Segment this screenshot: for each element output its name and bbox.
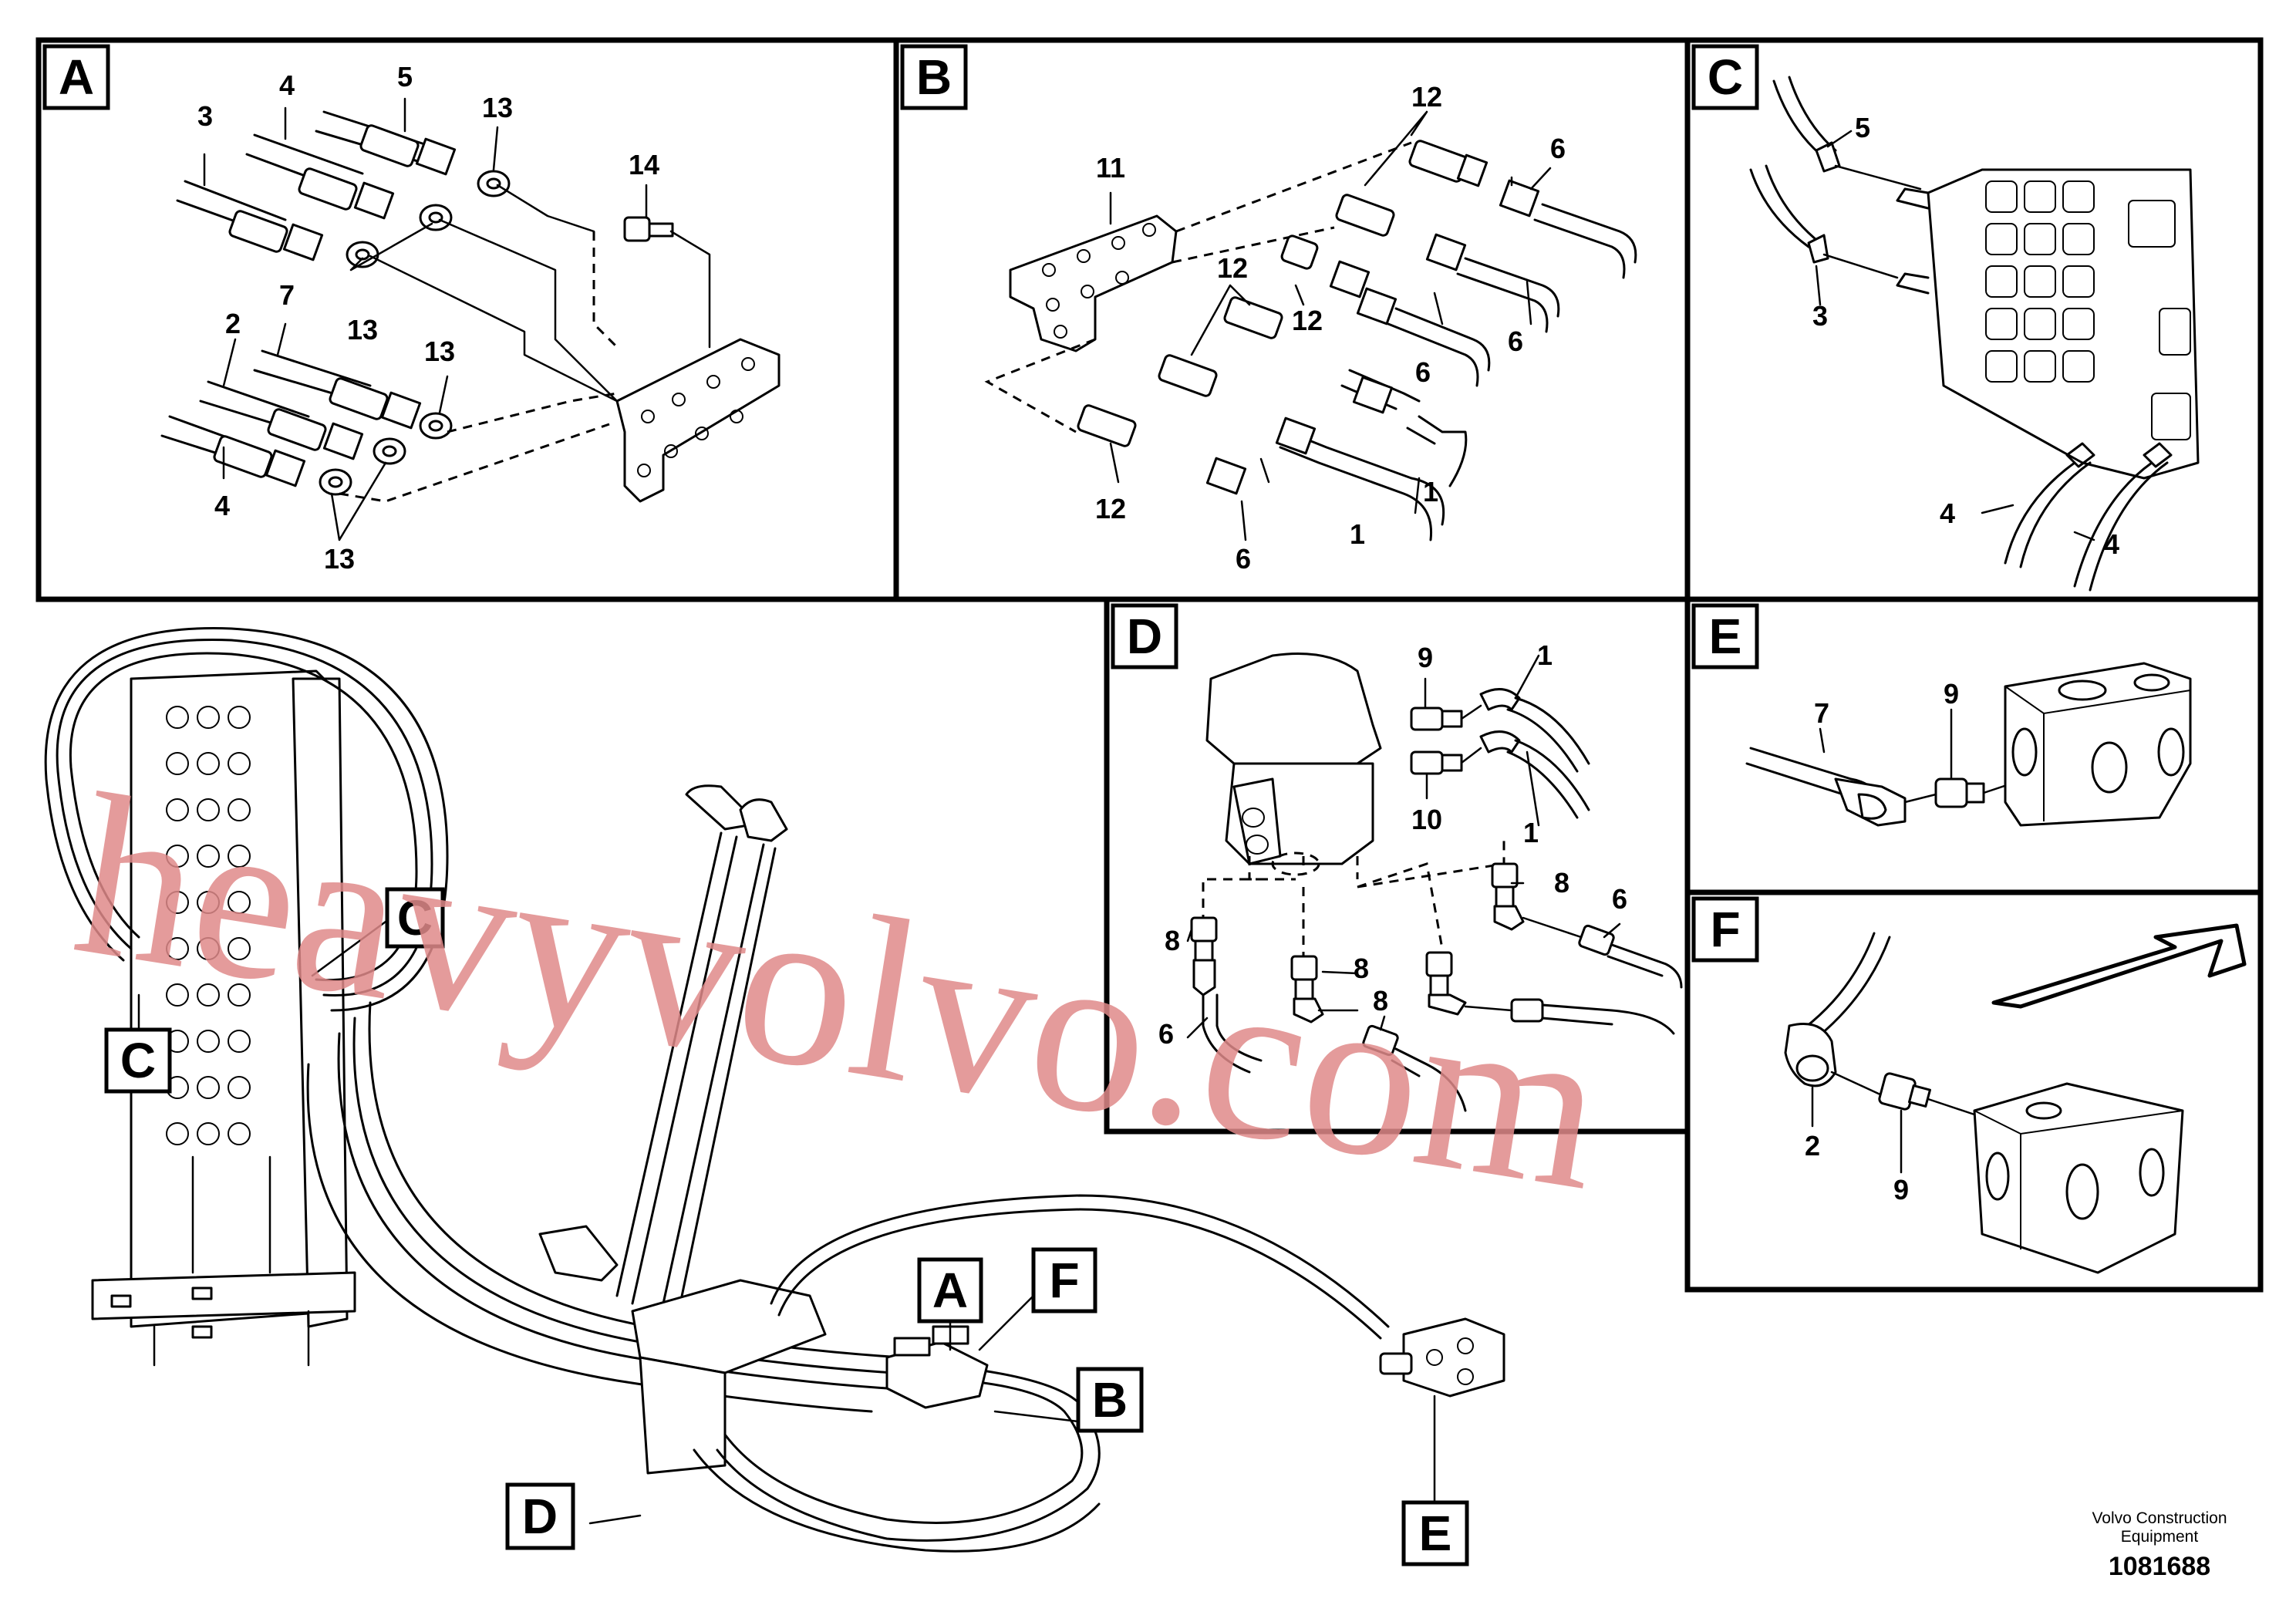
panel-b-label-6-a: 6 — [1508, 325, 1523, 357]
panel-b-label-11: 11 — [1096, 152, 1125, 184]
panel-b-label-12-top: 12 — [1411, 81, 1442, 113]
panel-a-label-13-right: 13 — [424, 336, 455, 367]
panel-c-label-5: 5 — [1855, 112, 1870, 143]
panel-f-letter-box: F — [1691, 896, 1759, 963]
panel-c-label-3: 3 — [1812, 300, 1828, 332]
panel-a-drawing: 3 4 5 13 14 13 7 2 13 4 13 — [160, 61, 781, 575]
panel-d-letter: D — [1127, 609, 1162, 664]
callout-f-letter: F — [1049, 1253, 1079, 1308]
panel-d-label-10: 10 — [1411, 804, 1442, 835]
callout-a: A — [917, 1257, 983, 1324]
company-name-line2: Equipment — [2121, 1528, 2199, 1546]
panel-e-label-7: 7 — [1814, 697, 1829, 729]
panel-f-label-2: 2 — [1805, 1130, 1820, 1162]
panel-a-label-7: 7 — [279, 279, 295, 311]
panel-b-label-6-top: 6 — [1550, 133, 1566, 164]
callout-e: E — [1401, 1500, 1469, 1566]
callout-b: B — [1076, 1367, 1144, 1433]
panel-d-drawing: 9 1 10 1 8 6 8 8 8 6 — [1158, 639, 1683, 1112]
panel-d-label-9: 9 — [1418, 642, 1433, 673]
panel-c-drawing: 5 3 4 4 — [1749, 76, 2200, 592]
callout-c-lower-letter: C — [120, 1033, 156, 1088]
panel-b-label-6-c: 6 — [1236, 543, 1251, 575]
panel-b-letter-box: B — [900, 44, 968, 110]
panel-d-letter-box: D — [1111, 603, 1178, 669]
panel-b-label-1-a: 1 — [1423, 476, 1438, 508]
callout-c-upper: C — [385, 887, 445, 949]
panel-c-label-4-b: 4 — [2104, 528, 2119, 560]
panel-b-label-6-b: 6 — [1415, 356, 1431, 388]
callout-d: D — [505, 1482, 575, 1550]
document-number: 1081688 — [2109, 1552, 2210, 1581]
callout-f: F — [1031, 1247, 1097, 1313]
panel-b-label-12-a: 12 — [1217, 252, 1248, 284]
panel-a-label-13-bottom: 13 — [324, 543, 355, 575]
panel-a-letter-box: A — [42, 44, 110, 110]
panel-f-drawing: 2 9 — [1784, 923, 2247, 1274]
panel-a-label-3: 3 — [197, 100, 213, 132]
panel-d-label-8-b: 8 — [1354, 953, 1369, 984]
panel-a-label-4-top: 4 — [279, 69, 295, 101]
panel-f-frame — [1684, 889, 2264, 1293]
panel-a-label-5: 5 — [397, 61, 413, 93]
panel-a-label-2: 2 — [225, 308, 241, 339]
panel-e-drawing: 7 9 — [1745, 662, 2192, 827]
panel-e-letter: E — [1709, 609, 1742, 664]
panel-d-label-8-c: 8 — [1373, 985, 1388, 1017]
panel-d-label-1-b: 1 — [1523, 817, 1539, 848]
callout-c-upper-letter: C — [397, 890, 433, 946]
panel-e-letter-box: E — [1691, 603, 1759, 669]
panel-c-label-4-a: 4 — [1940, 497, 1955, 529]
panel-a-label-13-mid: 13 — [347, 314, 378, 346]
panel-f-letter: F — [1710, 902, 1740, 957]
panel-a-label-14: 14 — [629, 149, 659, 180]
callout-b-letter: B — [1092, 1372, 1128, 1428]
panel-f-label-9: 9 — [1893, 1174, 1909, 1206]
panel-d-label-8-d: 8 — [1554, 867, 1569, 899]
company-name-line1: Volvo Construction — [2092, 1509, 2227, 1527]
panel-d-label-6-a: 6 — [1158, 1018, 1174, 1050]
callout-e-letter: E — [1419, 1506, 1452, 1561]
panel-a-frame — [35, 37, 899, 602]
main-assembly-drawing — [44, 627, 1505, 1553]
panel-c-letter-box: C — [1691, 44, 1759, 110]
panel-a-label-13-top: 13 — [482, 92, 513, 123]
callout-c-lower: C — [104, 1027, 172, 1094]
panel-d-label-6-b: 6 — [1612, 883, 1627, 915]
callout-a-letter: A — [932, 1263, 968, 1318]
panel-d-label-1-a: 1 — [1537, 639, 1553, 671]
panel-b-label-12-b: 12 — [1292, 305, 1323, 336]
panel-a-label-4-bottom: 4 — [214, 490, 230, 521]
callout-d-letter: D — [522, 1489, 558, 1544]
panel-c-letter: C — [1708, 49, 1743, 105]
panel-b-letter: B — [916, 49, 952, 105]
panel-b-drawing: 11 12 6 12 12 6 6 1 12 6 1 — [984, 81, 1637, 575]
panel-b-label-12-c: 12 — [1095, 493, 1126, 524]
panel-a-letter: A — [59, 49, 94, 105]
panel-e-label-9: 9 — [1944, 678, 1959, 710]
panel-b-label-1-b: 1 — [1350, 518, 1365, 550]
panel-d-label-8-a: 8 — [1165, 925, 1180, 956]
